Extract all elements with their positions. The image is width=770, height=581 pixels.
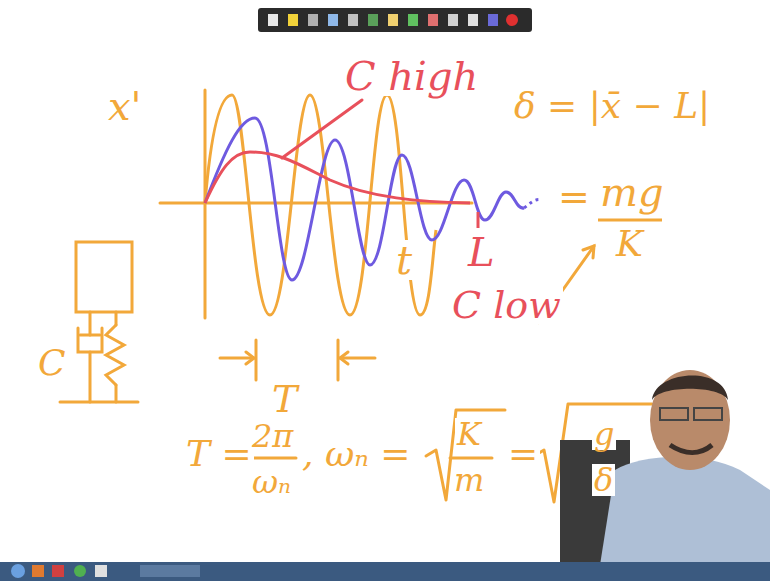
leader-line — [282, 100, 362, 158]
dimension-label: T — [270, 380, 299, 418]
curve-label: C high — [343, 56, 480, 96]
toolbar-icons — [268, 14, 518, 26]
equation: 2π — [250, 420, 295, 452]
underdamped-curve — [205, 118, 524, 280]
lecturer-photo — [560, 370, 770, 565]
equation: mg — [598, 172, 666, 212]
toolbar — [258, 8, 532, 32]
equation: K — [455, 418, 483, 450]
fraction-bar — [598, 219, 662, 222]
equation: δ = |x̄ − L| — [512, 88, 712, 124]
damper-label: C — [36, 345, 68, 381]
equation: = — [506, 436, 540, 472]
equation: ωₙ — [250, 466, 293, 498]
curve-label: C low — [450, 286, 563, 324]
taskbar-icons — [11, 564, 200, 578]
underdamped-tail — [524, 200, 542, 208]
equation: δ — [592, 464, 615, 496]
equation: , ωₙ = — [300, 436, 412, 472]
equation: K — [614, 226, 645, 262]
period-dimension — [220, 340, 375, 380]
axis-label: x' — [106, 86, 144, 126]
axis-label: t — [394, 240, 414, 280]
overdamped-curve — [205, 152, 470, 203]
taskbar — [0, 562, 770, 581]
equation: = — [556, 178, 592, 216]
equation: T = — [184, 436, 254, 472]
equation: g — [592, 418, 616, 450]
mass-spring-damper — [60, 242, 138, 402]
leader-line — [477, 212, 480, 228]
equation: m — [452, 464, 486, 496]
curve-label: L — [466, 232, 497, 272]
